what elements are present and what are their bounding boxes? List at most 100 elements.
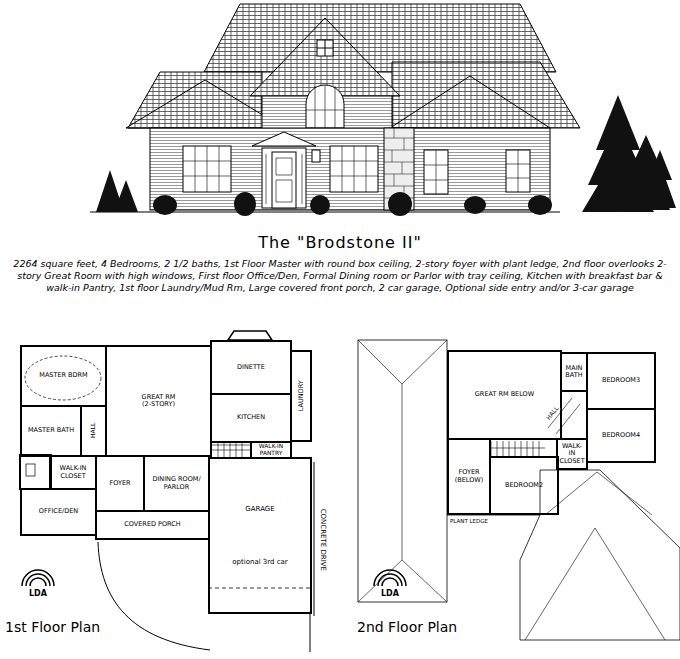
house-elevation-part <box>390 76 550 128</box>
room-label: FOYER (BELOW) <box>451 469 487 484</box>
logo-part <box>382 578 398 586</box>
house-elevation-part <box>330 146 378 192</box>
house-elevation-part <box>150 128 550 210</box>
room-label: DINETTE <box>237 364 265 371</box>
house-elevation-part <box>424 150 448 194</box>
room-box: KITCHEN <box>210 393 292 443</box>
house-elevation-part <box>317 40 333 56</box>
house-elevation-part <box>306 85 344 128</box>
first-floor-plan-part <box>314 462 315 616</box>
room-label: BEDROOM2 <box>505 482 543 489</box>
room-label: COVERED PORCH <box>124 521 180 528</box>
second-floor-plan-part <box>520 470 680 640</box>
house-elevation-part <box>262 148 306 208</box>
first-floor-plan-part <box>26 464 35 476</box>
house-elevation-part <box>424 150 448 194</box>
room-box: MASTER BATH <box>20 405 82 457</box>
room-label: WALK-IN CLOSET <box>53 465 93 480</box>
room-label: MASTER BDRM <box>39 372 87 379</box>
house-elevation-part <box>183 146 231 192</box>
second-floor-plan-part <box>525 472 665 640</box>
shrubs-part <box>310 195 330 215</box>
room-box: LAUNDRY <box>290 350 312 442</box>
room-label: FOYER <box>109 480 130 487</box>
house-elevation-part <box>272 152 296 208</box>
second-floor-plan-part <box>489 441 545 456</box>
plan-label: PLANT LEDGE <box>449 518 489 524</box>
room-label: KITCHEN <box>237 414 265 421</box>
title: The "Brodstone II" <box>0 233 680 252</box>
room-label: GARAGE <box>245 505 274 513</box>
room-label: LAUNDRY <box>297 381 304 412</box>
room-box: MAIN BATH <box>560 352 588 392</box>
room-label: GREAT RM <box>142 394 176 401</box>
logo-part <box>26 574 50 586</box>
room-box: BEDROOM4 <box>586 408 656 463</box>
room-box: BEDROOM3 <box>586 352 656 410</box>
room-label: (2-STORY) <box>142 401 175 408</box>
room-box: GARAGE optional 3rd car <box>208 457 312 614</box>
room-box: OFFICE/DEN <box>20 488 97 536</box>
first-floor-plan-part <box>310 612 311 652</box>
shrubs <box>96 170 552 216</box>
first-floor-plan-part <box>98 542 210 650</box>
house-elevation-part <box>506 150 530 192</box>
room-box: BEDROOM2 <box>489 456 559 515</box>
caption: 2264 square feet, 4 Bedrooms, 2 1/2 bath… <box>6 258 674 294</box>
plan-label: LDA <box>380 590 400 599</box>
shrubs-part <box>464 196 486 214</box>
house-elevation-part <box>250 18 400 96</box>
first-floor-plan <box>20 331 314 652</box>
house-elevation-part <box>266 154 302 204</box>
room-label: OFFICE/DEN <box>39 508 78 515</box>
room-label: optional 3rd car <box>232 558 288 566</box>
first-floor-plan-part <box>212 443 250 457</box>
room-box: DINING ROOM/ PARLOR <box>143 455 210 512</box>
logo-part <box>378 574 402 586</box>
trees-part <box>644 150 676 208</box>
room-box: FOYER (BELOW) <box>447 438 491 515</box>
house-elevation-part <box>330 146 378 192</box>
plan-label: CONCRETE DRIVE <box>318 508 326 572</box>
logo-part <box>374 570 406 586</box>
plan-label: 1st Floor Plan <box>4 620 101 635</box>
first-floor-plan-part <box>20 455 51 489</box>
plan-label: LDA <box>28 590 48 599</box>
house-elevation-part <box>317 40 333 56</box>
shrubs-part <box>388 192 412 216</box>
second-floor-plan-part <box>358 340 447 602</box>
house-elevation-part <box>312 150 320 162</box>
logo <box>22 570 406 586</box>
room-label: WALK-IN PANTRY <box>252 443 290 457</box>
plan-label: HALL <box>90 421 97 438</box>
house-elevation-part <box>252 132 316 146</box>
room-box: WALK-IN CLOSET <box>49 455 97 490</box>
house-elevation-part <box>306 86 344 128</box>
logo-part <box>22 570 54 586</box>
plan-label: 2nd Floor Plan <box>356 620 458 635</box>
room-box: DINETTE <box>210 340 292 395</box>
house-elevation-part <box>276 158 292 202</box>
house-elevation-part <box>183 146 231 192</box>
room-label: DINING ROOM/ PARLOR <box>147 476 206 491</box>
second-floor-plan <box>358 340 680 640</box>
room-label: MASTER BATH <box>28 427 74 434</box>
first-floor-plan-part <box>208 588 310 589</box>
room-box: COVERED PORCH <box>95 510 210 540</box>
logo-part <box>30 578 46 586</box>
shrubs-part <box>234 192 256 216</box>
plan-label: HALL <box>544 404 560 422</box>
room-label: MAIN BATH <box>564 365 584 380</box>
second-floor-plan-part <box>358 340 447 602</box>
shrubs-part <box>153 195 177 215</box>
shrubs-part <box>528 195 552 215</box>
house-elevation <box>90 4 580 212</box>
room-box: FOYER <box>95 455 145 512</box>
room-box: WALK-IN PANTRY <box>250 441 292 459</box>
room-label: BEDROOM3 <box>602 377 640 384</box>
first-floor-plan-part <box>228 331 272 340</box>
room-box: MASTER BDRM <box>20 345 107 407</box>
room-box: WALK-IN CLOSET <box>556 438 588 470</box>
